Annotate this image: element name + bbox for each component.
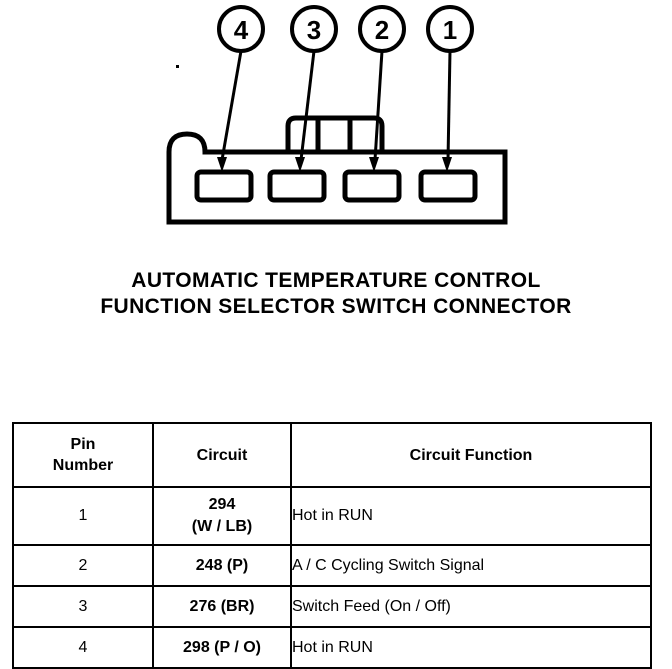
cell-circuit: 294 (W / LB) — [152, 486, 292, 546]
cell-pin-number: 2 — [12, 544, 154, 587]
leader-arrowhead-1 — [442, 157, 452, 172]
pin-table-container: Pin Number Circuit Circuit Function 1 29… — [12, 422, 652, 669]
cell-circuit-function: A / C Cycling Switch Signal — [290, 544, 652, 587]
cell-circuit: 248 (P) — [152, 544, 292, 587]
cell-circuit-function: Hot in RUN — [290, 626, 652, 669]
column-header-pin-line2: Number — [52, 457, 114, 474]
leader-line-2 — [373, 50, 384, 161]
leader-arrowhead-2 — [369, 157, 379, 172]
cell-circuit: 276 (BR) — [152, 585, 292, 628]
housing-outline — [166, 131, 508, 225]
pin-table: Pin Number Circuit Circuit Function 1 29… — [12, 422, 652, 669]
connector-housing — [166, 131, 508, 225]
callout-label-2: 2 — [375, 15, 389, 45]
pin-table-header: Pin Number Circuit Circuit Function — [12, 422, 652, 488]
cell-circuit-line1: 294 — [208, 496, 236, 513]
callout-label-3: 3 — [307, 15, 321, 45]
connector-latch — [285, 115, 385, 152]
cell-circuit-line2: (W / LB) — [191, 518, 253, 535]
pin-table-body: 1 294 (W / LB) Hot in RUN 2 248 (P) A / … — [12, 486, 652, 669]
callout-label-1: 1 — [443, 15, 457, 45]
table-header-row: Pin Number Circuit Circuit Function — [12, 422, 652, 488]
connector-diagram: 4 3 2 1 — [0, 0, 672, 250]
cell-circuit: 298 (P / O) — [152, 626, 292, 669]
connector-drawing: 4 3 2 1 — [166, 5, 508, 225]
page-title-line-2: FUNCTION SELECTOR SWITCH CONNECTOR — [100, 295, 572, 318]
cell-circuit-function: Hot in RUN — [290, 486, 652, 546]
cell-pin-number: 4 — [12, 626, 154, 669]
pin-cavity-2 — [342, 169, 402, 203]
column-header-pin-number: Pin Number — [12, 422, 154, 488]
pin-cavity-1 — [418, 169, 478, 203]
column-header-pin-line1: Pin — [70, 436, 96, 453]
leader-line-1 — [446, 50, 452, 161]
callout-1: 1 — [426, 5, 474, 172]
leader-arrowhead-4 — [217, 157, 227, 172]
table-row: 4 298 (P / O) Hot in RUN — [12, 626, 652, 669]
leader-arrowhead-3 — [295, 157, 305, 172]
pin-cavity-4 — [194, 169, 254, 203]
column-header-circuit-function: Circuit Function — [290, 422, 652, 488]
callout-2: 2 — [358, 5, 406, 172]
table-row: 3 276 (BR) Switch Feed (On / Off) — [12, 585, 652, 628]
cell-pin-number: 3 — [12, 585, 154, 628]
table-row: 2 248 (P) A / C Cycling Switch Signal — [12, 544, 652, 587]
scan-artifact-speck — [176, 65, 179, 68]
callout-3: 3 — [290, 5, 338, 172]
leader-line-3 — [299, 50, 316, 161]
leader-line-4 — [220, 50, 243, 161]
column-header-circuit: Circuit — [152, 422, 292, 488]
table-row: 1 294 (W / LB) Hot in RUN — [12, 486, 652, 546]
callout-label-4: 4 — [234, 15, 249, 45]
cell-circuit-function: Switch Feed (On / Off) — [290, 585, 652, 628]
callout-4: 4 — [217, 5, 265, 172]
cell-pin-number: 1 — [12, 486, 154, 546]
pin-cavities — [194, 169, 478, 203]
pin-cavity-3 — [267, 169, 327, 203]
page-title-line-1: AUTOMATIC TEMPERATURE CONTROL — [131, 269, 541, 292]
page-title: AUTOMATIC TEMPERATURE CONTROL FUNCTION S… — [0, 268, 672, 320]
latch-outline — [285, 115, 385, 152]
